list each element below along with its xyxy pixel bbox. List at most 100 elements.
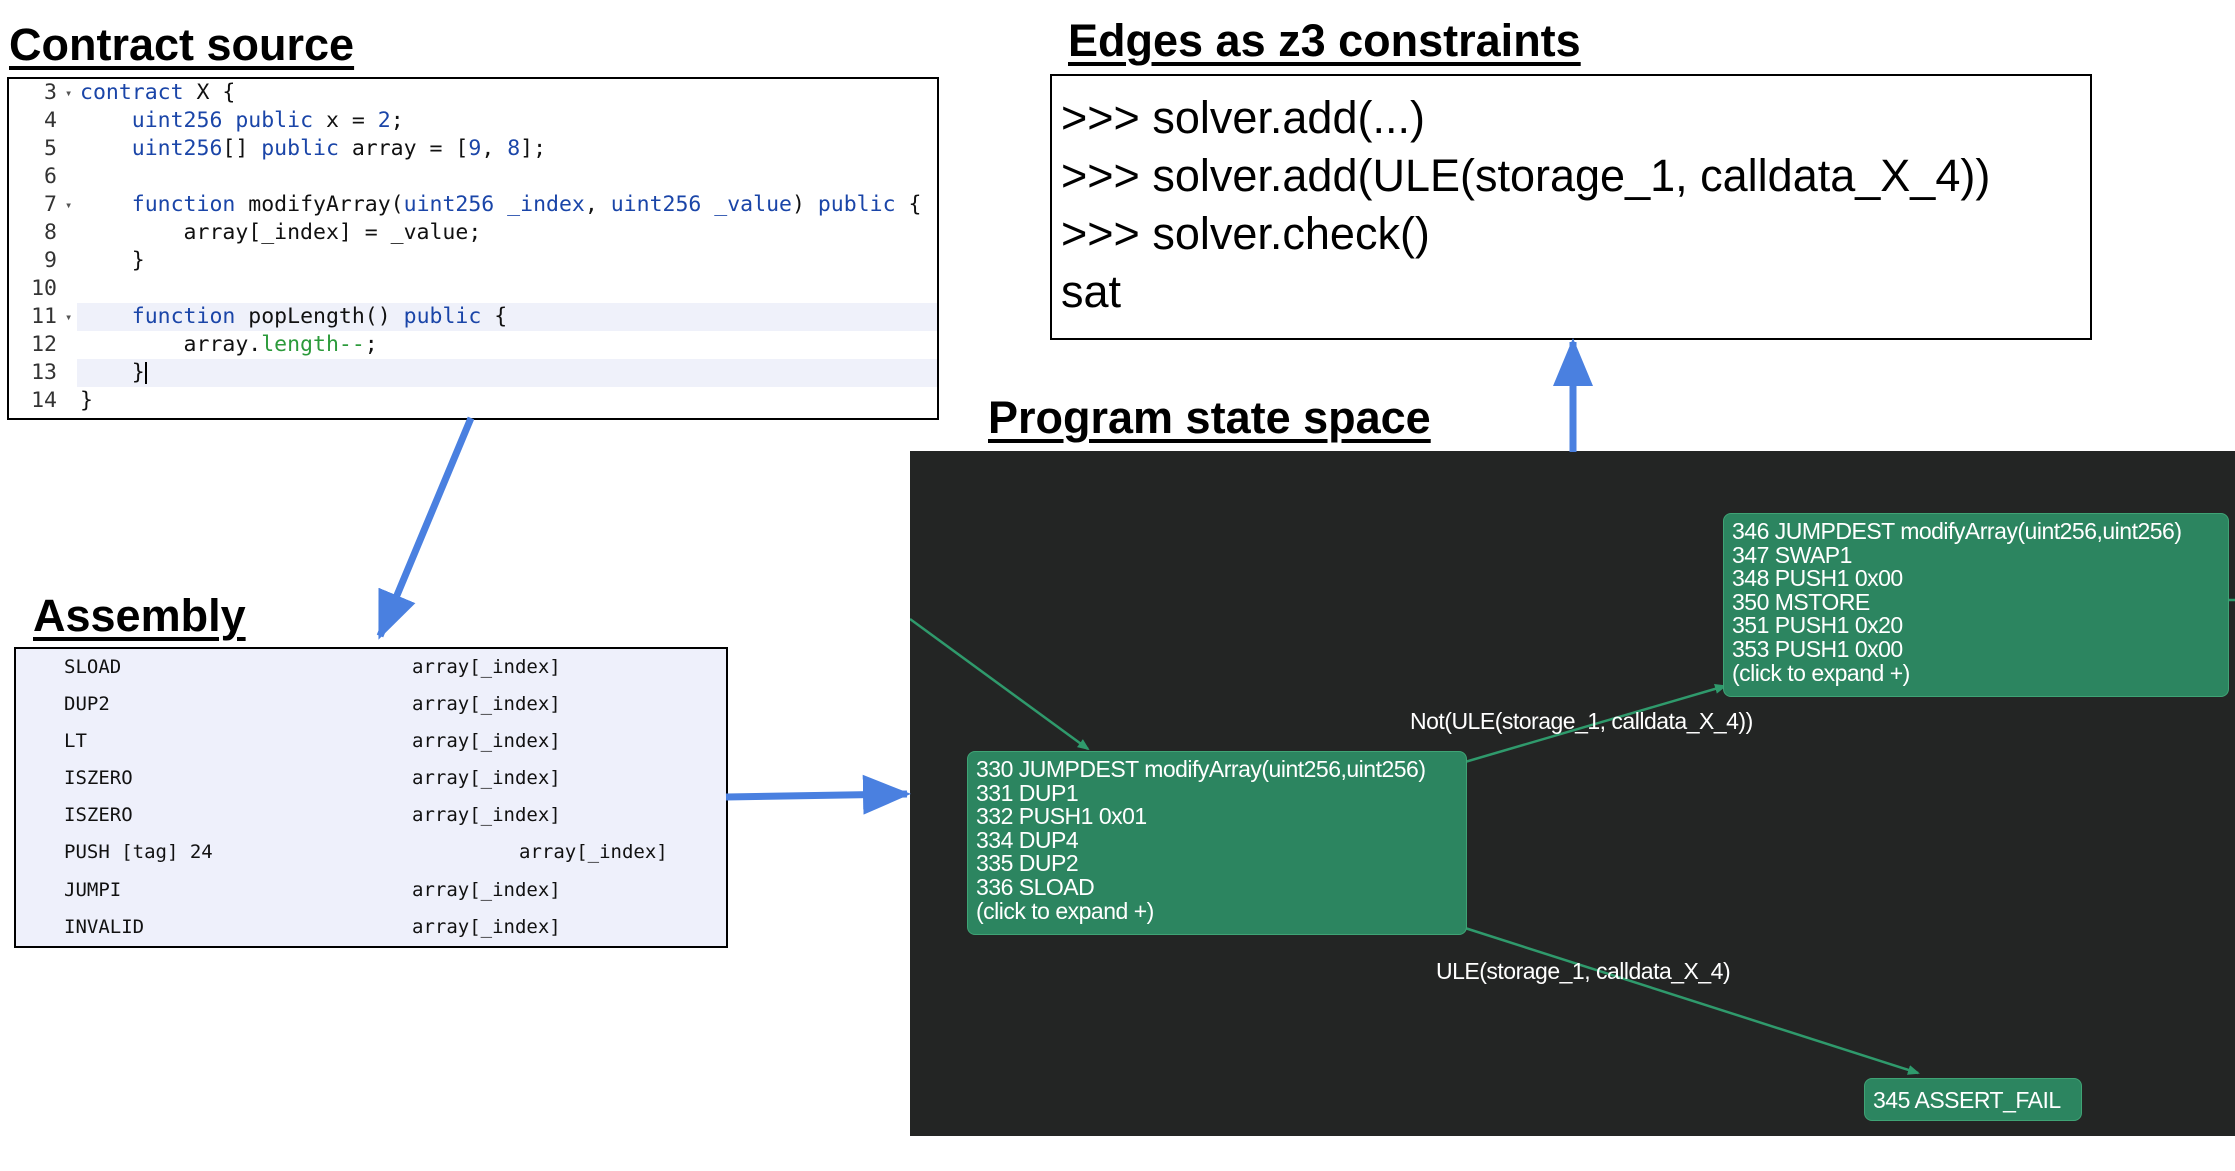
- line-gutter: 13: [9, 359, 77, 387]
- state-node-330[interactable]: 330 JUMPDEST modifyArray(uint256,uint256…: [967, 751, 1467, 935]
- line-number: 8: [44, 220, 57, 245]
- code-text: array.length--;: [80, 331, 378, 359]
- code-text: }: [80, 247, 145, 275]
- state-graph-edges: [910, 598, 2235, 1075]
- code-token: array[_index] = _value;: [80, 220, 482, 245]
- code-token: function: [131, 304, 236, 329]
- code-text: contract X {: [80, 79, 235, 107]
- program-state-graph[interactable]: 330 JUMPDEST modifyArray(uint256,uint256…: [910, 451, 2235, 1136]
- code-token: ): [791, 192, 818, 217]
- arrow-assembly-to-state: [725, 774, 911, 815]
- line-gutter: 4: [9, 107, 77, 135]
- program-state-heading: Program state space: [988, 392, 1431, 443]
- line-number: 5: [44, 136, 57, 161]
- node-instruction: 346 JUMPDEST modifyArray(uint256,uint256…: [1732, 518, 2182, 544]
- assembly-source-ref: array[_index]: [412, 693, 561, 716]
- code-line[interactable]: 7▾ function modifyArray(uint256 _index, …: [9, 191, 937, 219]
- code-token: ;: [390, 108, 404, 133]
- code-line[interactable]: 4 uint256 public x = 2;: [9, 107, 937, 135]
- node-instruction: 330 JUMPDEST modifyArray(uint256,uint256…: [976, 756, 1426, 782]
- code-line[interactable]: 10: [9, 275, 937, 303]
- code-line[interactable]: 5 uint256[] public array = [9, 8];: [9, 135, 937, 163]
- state-node-345[interactable]: 345 ASSERT_FAIL: [1864, 1078, 2082, 1121]
- assembly-source-ref: array[_index]: [412, 730, 561, 753]
- line-number: 9: [44, 248, 57, 273]
- z3-line: >>> solver.add(ULE(storage_1, calldata_X…: [1061, 150, 1991, 201]
- code-token: 9: [468, 136, 482, 161]
- fold-toggle-icon[interactable]: ▾: [65, 310, 73, 324]
- code-text: function popLength() public {: [80, 303, 507, 331]
- line-number: 3: [44, 80, 57, 105]
- z3-console: >>> solver.add(...) >>> solver.add(ULE(s…: [1050, 74, 2092, 340]
- z3-constraints-heading: Edges as z3 constraints: [1068, 15, 1581, 66]
- code-token: ,: [481, 136, 508, 161]
- node-instruction: 347 SWAP1: [1732, 541, 1852, 568]
- text-cursor: [144, 362, 147, 384]
- line-number: 14: [31, 388, 57, 413]
- line-gutter: 5: [9, 135, 77, 163]
- line-number: 7: [44, 192, 57, 217]
- contract-source-editor[interactable]: 3 ▾ contract X {4 uint256 public x = 2;5 u…: [7, 77, 939, 420]
- assembly-opcode: ISZERO: [64, 804, 133, 827]
- line-number: 4: [44, 108, 57, 133]
- code-token: public: [403, 304, 482, 329]
- line-gutter: 6: [9, 163, 77, 191]
- line-gutter: 8: [9, 219, 77, 247]
- code-line[interactable]: 11 ▾ function popLength() public {: [9, 303, 937, 331]
- assembly-source-ref: array[_index]: [412, 804, 561, 827]
- code-text: uint256[] public array = [9, 8];: [80, 135, 546, 163]
- code-token: }: [80, 360, 145, 385]
- node-instruction: 350 MSTORE: [1732, 588, 1870, 615]
- code-token: {: [895, 192, 922, 217]
- code-token: [222, 108, 235, 133]
- code-line[interactable]: 9 }: [9, 247, 937, 275]
- assembly-heading: Assembly: [33, 590, 246, 641]
- line-number: 10: [31, 276, 57, 301]
- node-instruction: (click to expand +): [976, 897, 1154, 924]
- node-instruction: 332 PUSH1 0x01: [976, 803, 1147, 830]
- fold-toggle-icon[interactable]: ▾: [65, 86, 73, 100]
- line-gutter: 9: [9, 247, 77, 275]
- assembly-opcode: PUSH [tag] 24: [64, 841, 213, 864]
- code-token: {: [481, 304, 508, 329]
- assembly-opcode: JUMPI: [64, 878, 122, 901]
- code-token: function: [131, 192, 236, 217]
- code-token: ,: [584, 192, 611, 217]
- code-token: uint256: [131, 108, 223, 133]
- z3-line: >>> solver.check(): [1061, 208, 1430, 259]
- assembly-opcode: INVALID: [64, 915, 145, 938]
- code-token: uint256 _index: [403, 192, 585, 217]
- line-number: 13: [31, 360, 57, 385]
- edge-label-not-ule: Not(ULE(storage_1, calldata_X_4)): [1410, 708, 1753, 734]
- node-instruction: 336 SLOAD: [976, 873, 1095, 900]
- code-token: public: [235, 108, 314, 133]
- line-gutter: 11 ▾: [9, 303, 77, 331]
- code-line[interactable]: 3 ▾ contract X {: [9, 79, 937, 107]
- code-line[interactable]: 13 }: [9, 359, 937, 387]
- line-number: 6: [44, 164, 57, 189]
- line-gutter: 7▾: [9, 191, 77, 219]
- code-token: [80, 192, 132, 217]
- assembly-opcode: LT: [64, 730, 87, 753]
- contract-source-heading: Contract source: [9, 19, 355, 70]
- assembly-opcode: SLOAD: [64, 656, 122, 678]
- arrow-source-to-assembly: [376, 416, 475, 640]
- code-token: }: [80, 388, 93, 413]
- code-token: modifyArray(: [235, 192, 404, 217]
- code-token: 2: [377, 108, 391, 133]
- code-token: public: [261, 136, 339, 161]
- z3-line: >>> solver.add(...): [1061, 92, 1425, 143]
- fold-toggle-icon[interactable]: ▾: [65, 198, 73, 212]
- line-number: 11: [31, 304, 57, 329]
- code-line[interactable]: 6: [9, 163, 937, 191]
- code-token: array = [: [338, 136, 469, 161]
- code-line[interactable]: 12 array.length--;: [9, 331, 937, 359]
- code-line[interactable]: 14}: [9, 387, 937, 415]
- state-node-346[interactable]: 346 JUMPDEST modifyArray(uint256,uint256…: [1723, 513, 2229, 697]
- code-line[interactable]: 8 array[_index] = _value;: [9, 219, 937, 247]
